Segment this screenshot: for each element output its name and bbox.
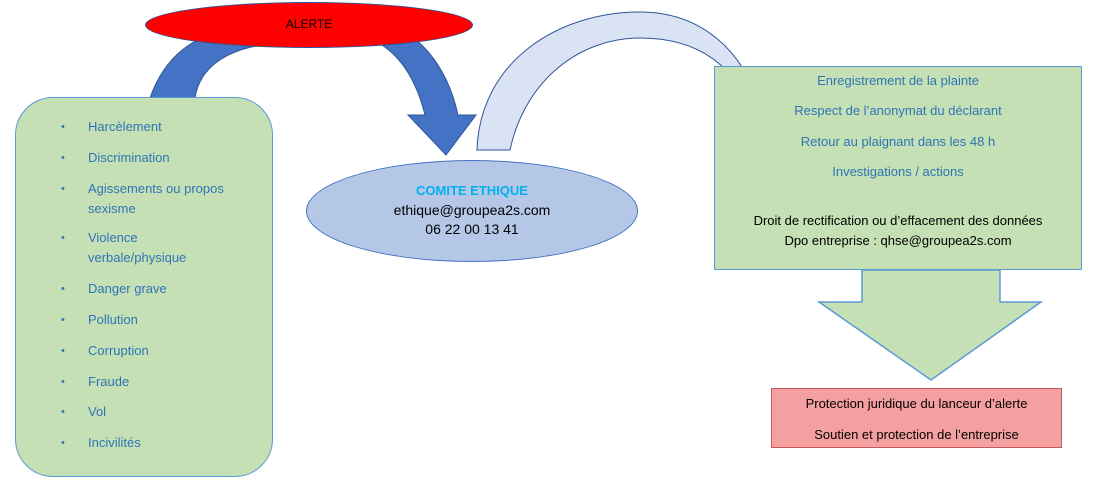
protection-line-2: Soutien et protection de l’entreprise bbox=[814, 427, 1019, 442]
ethics-committee-ellipse: COMITE ETHIQUE ethique@groupea2s.com 06 … bbox=[306, 160, 638, 262]
dpo-contact-text: Dpo entreprise : qhse@groupea2s.com bbox=[784, 233, 1012, 248]
process-box: Enregistrement de la plainte Respect de … bbox=[714, 66, 1082, 270]
bullet-icon: • bbox=[61, 345, 65, 357]
bullet-icon: • bbox=[61, 232, 65, 244]
bullet-icon: • bbox=[61, 437, 65, 449]
process-step: Enregistrement de la plainte bbox=[817, 73, 979, 88]
protection-line-1: Protection juridique du lanceur d’alerte bbox=[805, 396, 1028, 411]
data-rights-text: Droit de rectification ou d’effacement d… bbox=[753, 213, 1043, 228]
bullet-icon: • bbox=[61, 283, 65, 295]
ethics-committee-email: ethique@groupea2s.com bbox=[393, 202, 551, 218]
process-step: Investigations / actions bbox=[832, 164, 964, 179]
process-step: Respect de l’anonymat du déclarant bbox=[794, 103, 1002, 118]
bullet-icon: • bbox=[61, 121, 65, 133]
bullet-icon: • bbox=[61, 376, 65, 388]
bullet-icon: • bbox=[61, 183, 65, 195]
bullet-icon: • bbox=[61, 406, 65, 418]
protection-box: Protection juridique du lanceur d’alerte… bbox=[771, 388, 1062, 448]
alert-ellipse: ALERTE bbox=[145, 2, 473, 48]
bullet-icon: • bbox=[61, 314, 65, 326]
process-to-protection-arrow bbox=[816, 269, 1044, 381]
bullet-icon: • bbox=[61, 152, 65, 164]
alert-label: ALERTE bbox=[285, 17, 333, 31]
ethics-committee-title: COMITE ETHIQUE bbox=[416, 183, 528, 198]
ethics-committee-phone: 06 22 00 13 41 bbox=[425, 221, 519, 237]
alert-categories-box: •Harcèlement •Discrimination •Agissement… bbox=[15, 97, 273, 477]
process-step: Retour au plaignant dans les 48 h bbox=[800, 134, 996, 149]
